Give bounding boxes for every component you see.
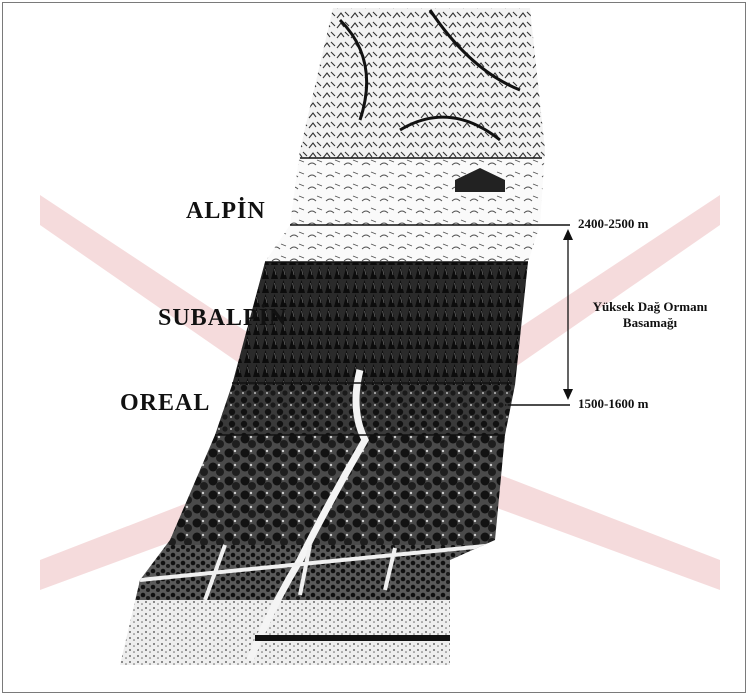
lower-altitude-label: 1500-1600 m — [578, 396, 648, 412]
field-band — [100, 545, 560, 600]
upper-altitude-label: 2400-2500 m — [578, 216, 648, 232]
subalpine-zone-label: SUBALPİN — [158, 305, 287, 332]
oreal-zone-label: OREAL — [120, 390, 210, 417]
alpine-zone-label: ALPİN — [186, 198, 266, 225]
belt-label-line-1: Yüksek Dağ Ormanı — [580, 299, 720, 315]
road — [255, 635, 450, 641]
landscape — [100, 0, 560, 670]
high-mountain-forest-belt-label: Yüksek Dağ Ormanı Basamağı — [580, 299, 720, 331]
belt-label-line-2: Basamağı — [580, 315, 720, 331]
